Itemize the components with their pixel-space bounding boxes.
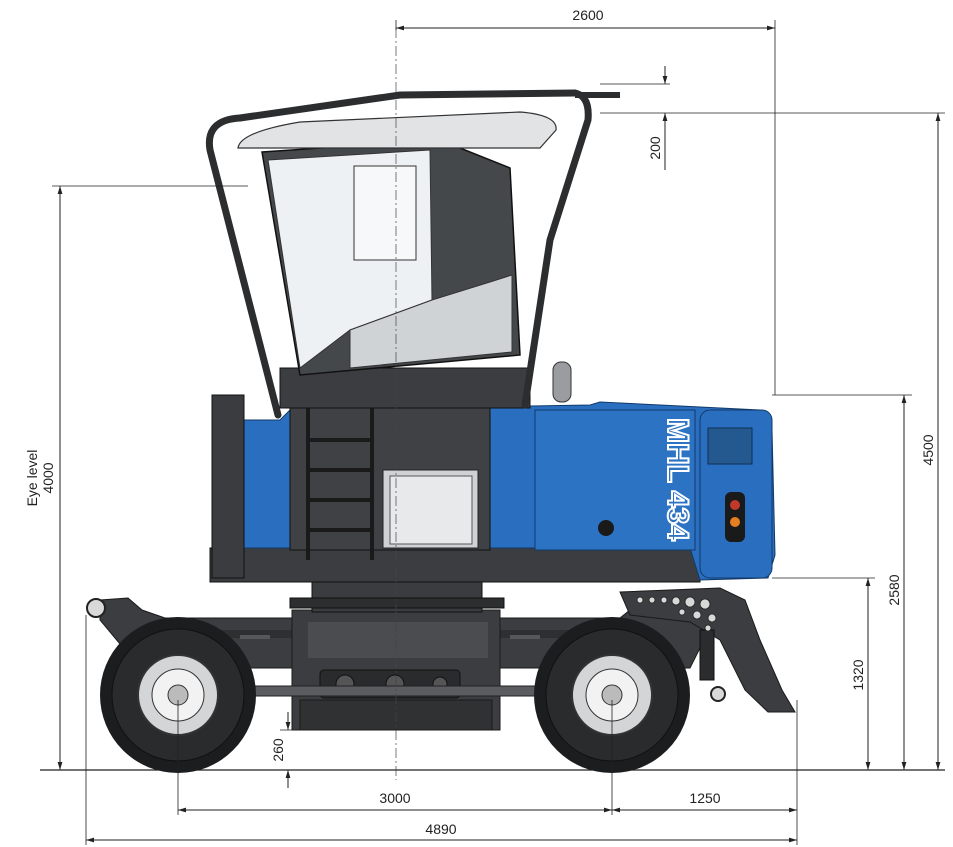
dim-roof-offset: 200: [647, 136, 663, 160]
dim-total-height: 4500: [920, 434, 936, 465]
towing-eye-rear: [86, 598, 106, 618]
service-panel: [289, 404, 491, 551]
access-ladder: [306, 405, 374, 560]
dim-eye-level-value: 4000: [40, 462, 56, 493]
dim-total-length: 4890: [425, 821, 456, 837]
dim-ground-clearance: 260: [270, 738, 286, 762]
dim-top-width: 2600: [572, 7, 603, 23]
dim-rear-overhang: 1250: [689, 790, 720, 806]
dimension-annotations: 2600 200 4500 2580 1320 Eye level 4000 2…: [24, 7, 945, 845]
model-label: MHL 434: [661, 418, 694, 541]
front-wheel: [534, 617, 690, 773]
machine: MHL 434: [86, 89, 796, 773]
rear-side-frame: [211, 394, 245, 579]
dim-upper-height: 2580: [886, 574, 902, 605]
dim-eye-level-label: Eye level: [24, 450, 40, 507]
operator-cab: [237, 111, 557, 376]
cab-base: [279, 367, 531, 409]
upper-carriage-base: [209, 547, 701, 583]
dim-wheelbase: 3000: [379, 790, 410, 806]
dozer-blade: [619, 587, 796, 713]
dim-lower-height: 1320: [850, 659, 866, 690]
